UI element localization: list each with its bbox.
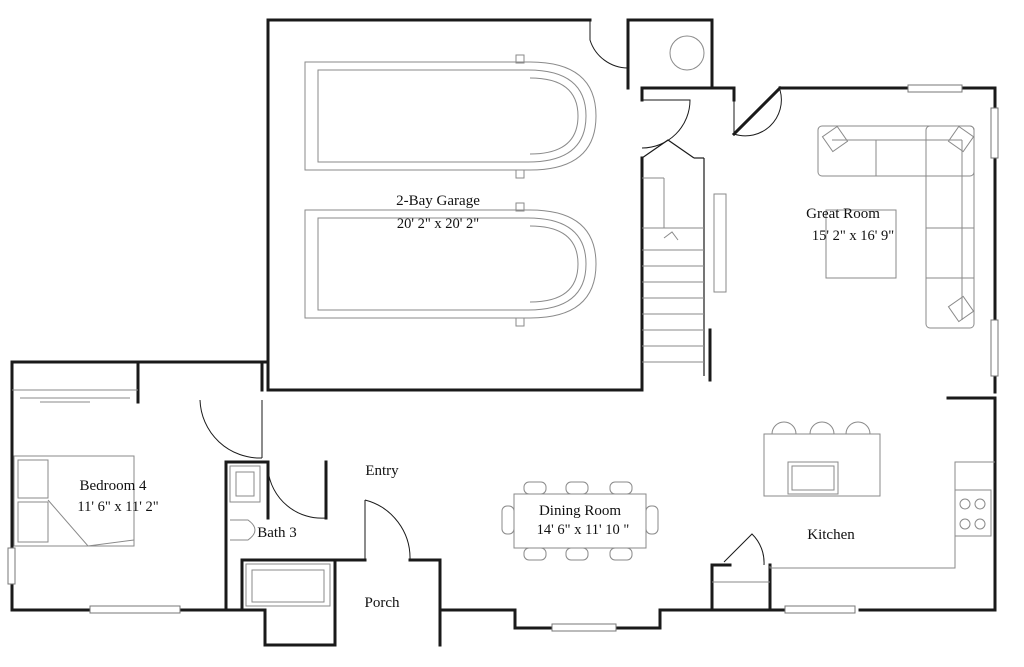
bath-furniture <box>229 465 331 607</box>
garage-dims: 20' 2" x 20' 2" <box>397 216 479 232</box>
dining-name: Dining Room <box>539 503 621 519</box>
kitchen-furniture <box>712 421 995 583</box>
bedroom4-name: Bedroom 4 <box>79 478 147 494</box>
doors <box>199 20 782 566</box>
bedroom4-dims: 11' 6" x 11' 2" <box>77 499 158 515</box>
room-labels: 2-Bay Garage 20' 2" x 20' 2" Great Room … <box>77 193 894 611</box>
walls <box>10 18 997 647</box>
porch-name: Porch <box>365 595 400 611</box>
dining-furniture <box>501 481 659 561</box>
garage-cars <box>304 35 705 327</box>
bedroom-furniture <box>12 389 138 547</box>
entry-name: Entry <box>365 463 399 479</box>
dining-dims: 14' 6" x 11' 10 " <box>537 522 630 538</box>
garage-name: 2-Bay Garage <box>396 193 480 209</box>
great-room-furniture <box>817 125 975 329</box>
windows <box>7 84 999 632</box>
great-room-dims: 15' 2" x 16' 9" <box>812 228 894 244</box>
great-room-name: Great Room <box>806 206 880 222</box>
kitchen-name: Kitchen <box>807 527 855 543</box>
stairs <box>641 139 727 376</box>
bath3-name: Bath 3 <box>257 525 297 541</box>
